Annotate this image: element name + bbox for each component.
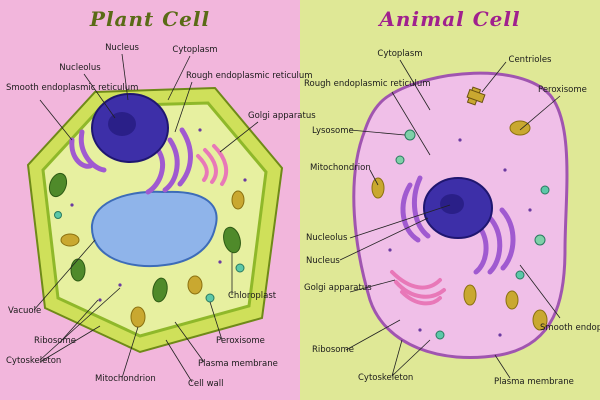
animal-label-nucleus: Nucleus [306,256,340,266]
animal-label-rough-er: Rough endoplasmic reticulum [304,79,431,89]
plant-vacuole [90,190,218,268]
plant-label-golgi: Golgi apparatus [248,111,316,121]
plant-label-ribosome: Ribosome [34,336,76,346]
animal-ribosomes [388,138,532,337]
animal-mitochondria [371,120,548,331]
plant-label-rough-er: Rough endoplasmic reticulum [186,71,313,81]
animal-label-plasma-membrane: Plasma membrane [494,377,574,387]
plant-leader-lines [33,53,259,383]
animal-leader-lines [339,59,561,379]
plant-label-peroxisome: Peroxisome [216,336,265,346]
animal-title: Animal Cell [377,7,520,31]
animal-label-peroxisome: Peroxisome [538,85,587,95]
plant-label-chloroplast: Chloroplast [228,291,277,301]
plant-label-vacuole: Vacuole [8,306,41,316]
plant-nucleolus [108,112,136,136]
animal-label-nucleolus: Nucleolus [306,233,348,243]
animal-label-golgi: Golgi apparatus [304,283,372,293]
plant-label-plasma-membrane: Plasma membrane [198,359,278,369]
plant-label-cytoplasm: Cytoplasm [172,45,217,55]
animal-label-mitochondrion: Mitochondrion [310,163,371,173]
animal-label-smooth-er: Smooth endoplasmic reticulum [540,323,600,333]
animal-rough-er [400,175,516,275]
plant-label-cytoskeleton: Cytoskeleton [6,356,61,366]
animal-label-lysosome: Lysosome [312,126,354,136]
plant-label-cell-wall: Cell wall [188,379,223,389]
plant-label-nucleus: Nucleus [105,43,139,53]
animal-nucleolus [440,194,464,214]
plant-ribosomes [70,128,247,302]
animal-centrioles [466,86,486,106]
animal-peroxisomes [435,185,550,340]
plant-chloroplasts [48,172,241,303]
plant-rough-er [69,127,193,195]
animal-label-centrioles: Centrioles [509,55,553,65]
plant-title: Plant Cell [89,7,210,31]
animal-label-cytoplasm: Cytoplasm [377,49,422,59]
animal-lysosomes [395,129,546,246]
animal-label-ribosome: Ribosome [312,345,354,355]
animal-label-cytoskeleton: Cytoskeleton [358,373,413,383]
animal-golgi-apparatus [390,270,446,306]
plant-mitochondria [60,190,245,328]
plant-label-nucleolus: Nucleolus [59,63,101,73]
plant-peroxisomes [54,211,245,303]
plant-label-smooth-er: Smooth endoplasmic reticulum [6,83,138,93]
plant-label-mitochondrion: Mitochondrion [95,374,156,384]
plant-golgi-apparatus [196,144,229,186]
